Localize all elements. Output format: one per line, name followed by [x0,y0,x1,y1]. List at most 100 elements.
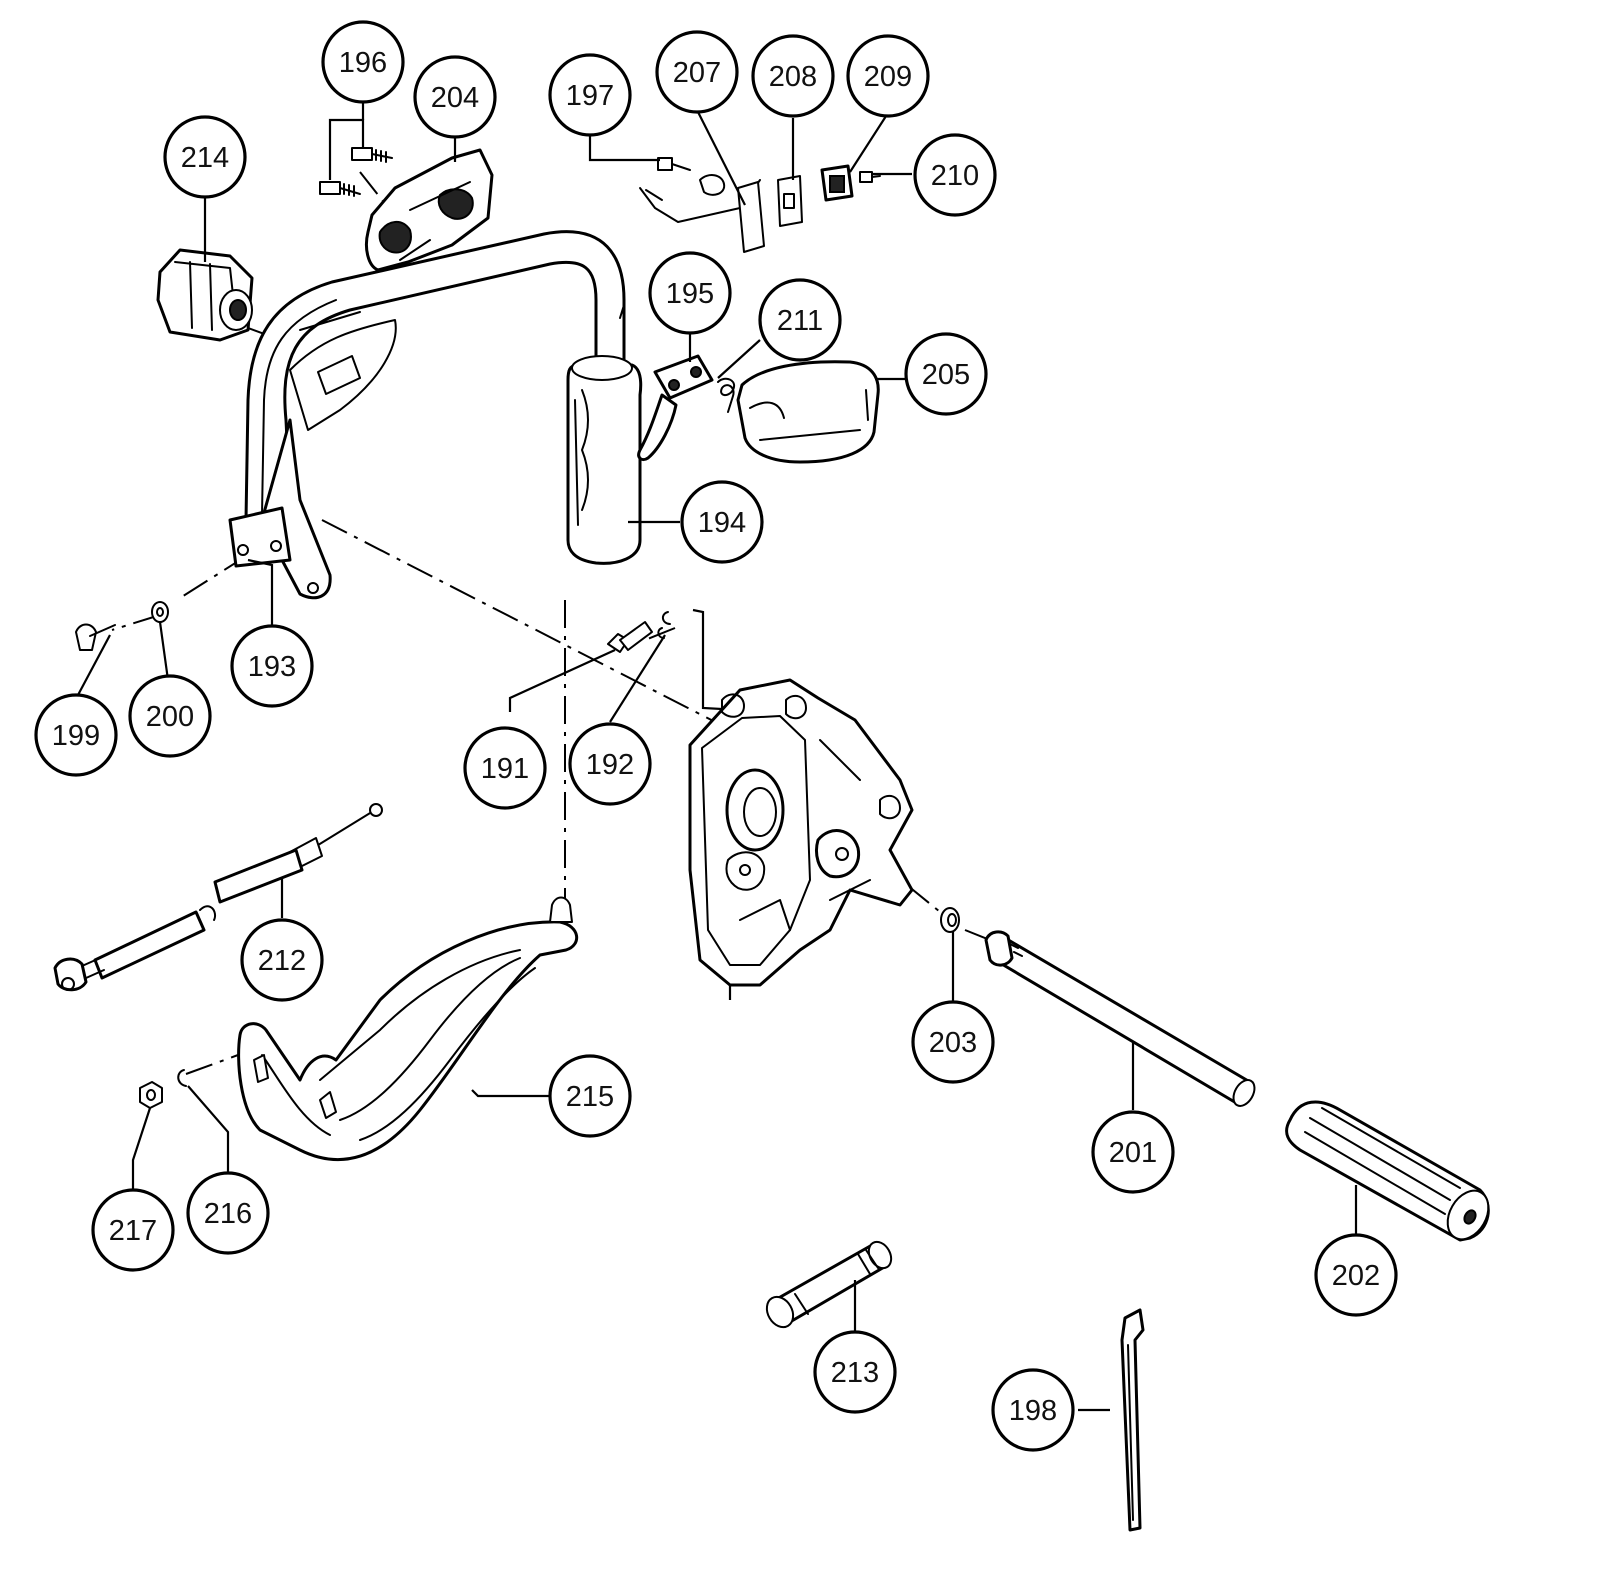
callout-192-circle [568,722,652,806]
handle-frame [228,230,626,600]
callout-211-circle [758,278,842,362]
bolt-199 [75,623,116,651]
callout-196-label: 196 [339,47,387,79]
callout-196: 196 [321,20,405,104]
callout-208-label: 208 [769,61,817,93]
callout-212-label: 212 [258,945,306,977]
callout-200-circle [128,674,212,758]
callout-213: 213 [813,1330,897,1414]
nut-217 [139,1081,163,1109]
callout-203: 203 [911,1000,995,1084]
grip-202 [1285,1100,1490,1242]
callout-197-label: 197 [566,80,614,112]
callout-211: 211 [758,278,842,362]
callout-201-label: 201 [1109,1137,1157,1169]
wire-bracket-207 [639,174,765,253]
handle-cover [736,360,880,464]
callout-215: 215 [548,1054,632,1138]
callout-196-circle [321,20,405,104]
callout-204-circle [413,55,497,139]
throttle-cable [53,803,383,992]
callout-193: 193 [230,624,314,708]
plate-208 [777,175,803,227]
callout-214: 214 [163,115,247,199]
handle-bracket [364,148,494,272]
callout-200-label: 200 [146,701,194,733]
callout-210-label: 210 [931,160,979,192]
callout-191-label: 191 [481,753,529,785]
cable-tie-198 [1120,1308,1145,1532]
washer-216 [177,1069,187,1087]
callout-197-circle [548,53,632,137]
callout-193-circle [230,624,314,708]
callout-199-label: 199 [52,720,100,752]
callout-201: 201 [1091,1110,1175,1194]
washer-200 [151,601,169,623]
callout-207: 207 [655,30,739,114]
lower-bracket-215 [237,896,578,1162]
bolt-191 [607,621,653,653]
callout-199-circle [34,693,118,777]
callout-213-circle [813,1330,897,1414]
cap-209 [820,164,854,202]
callout-212-circle [240,918,324,1002]
callout-201-circle [1091,1110,1175,1194]
callout-195-label: 195 [666,278,714,310]
callout-209: 209 [846,34,930,118]
screw-210 [859,171,881,183]
callout-210-circle [913,133,997,217]
callout-216-circle [186,1171,270,1255]
handle-grip [566,355,643,565]
callout-202-circle [1314,1233,1398,1317]
callout-217-label: 217 [109,1215,157,1247]
callout-194: 194 [680,480,764,564]
bolts-196 [319,147,393,197]
callout-198-circle [991,1368,1075,1452]
callout-195: 195 [648,251,732,335]
callout-207-label: 207 [673,57,721,89]
callout-204-label: 204 [431,82,479,114]
callout-195-circle [648,251,732,335]
callout-213-label: 213 [831,1357,879,1389]
callout-203-label: 203 [929,1027,977,1059]
callout-216: 216 [186,1171,270,1255]
callout-207-circle [655,30,739,114]
ring-203 [940,907,960,933]
callout-198: 198 [991,1368,1075,1452]
gear-housing [688,678,914,987]
callout-205: 205 [904,332,988,416]
stop-switch [156,248,254,342]
callout-205-label: 205 [922,359,970,391]
callout-211-label: 211 [777,305,823,337]
callout-208-circle [751,34,835,118]
screw-197 [657,157,691,171]
shaft-201 [984,930,1256,1107]
callout-194-circle [680,480,764,564]
trigger-spring [717,377,736,413]
callout-215-circle [548,1054,632,1138]
pin-213 [765,1240,893,1329]
callout-191-circle [463,726,547,810]
callout-192: 192 [568,722,652,806]
callout-197: 197 [548,53,632,137]
callout-212: 212 [240,918,324,1002]
callout-209-circle [846,34,930,118]
callout-215-label: 215 [566,1081,614,1113]
callout-200: 200 [128,674,212,758]
callout-214-label: 214 [181,142,229,174]
callout-193-label: 193 [248,651,296,683]
throttle-trigger [637,354,714,462]
callout-216-label: 216 [204,1198,252,1230]
callout-217: 217 [91,1188,175,1272]
callout-214-circle [163,115,247,199]
callout-202-label: 202 [1332,1260,1380,1292]
callout-194-label: 194 [698,507,746,539]
callout-199: 199 [34,693,118,777]
callout-204: 204 [413,55,497,139]
callout-202: 202 [1314,1233,1398,1317]
callout-203-circle [911,1000,995,1084]
callout-210: 210 [913,133,997,217]
callout-192-label: 192 [586,749,634,781]
leader-lines [77,100,1358,1412]
